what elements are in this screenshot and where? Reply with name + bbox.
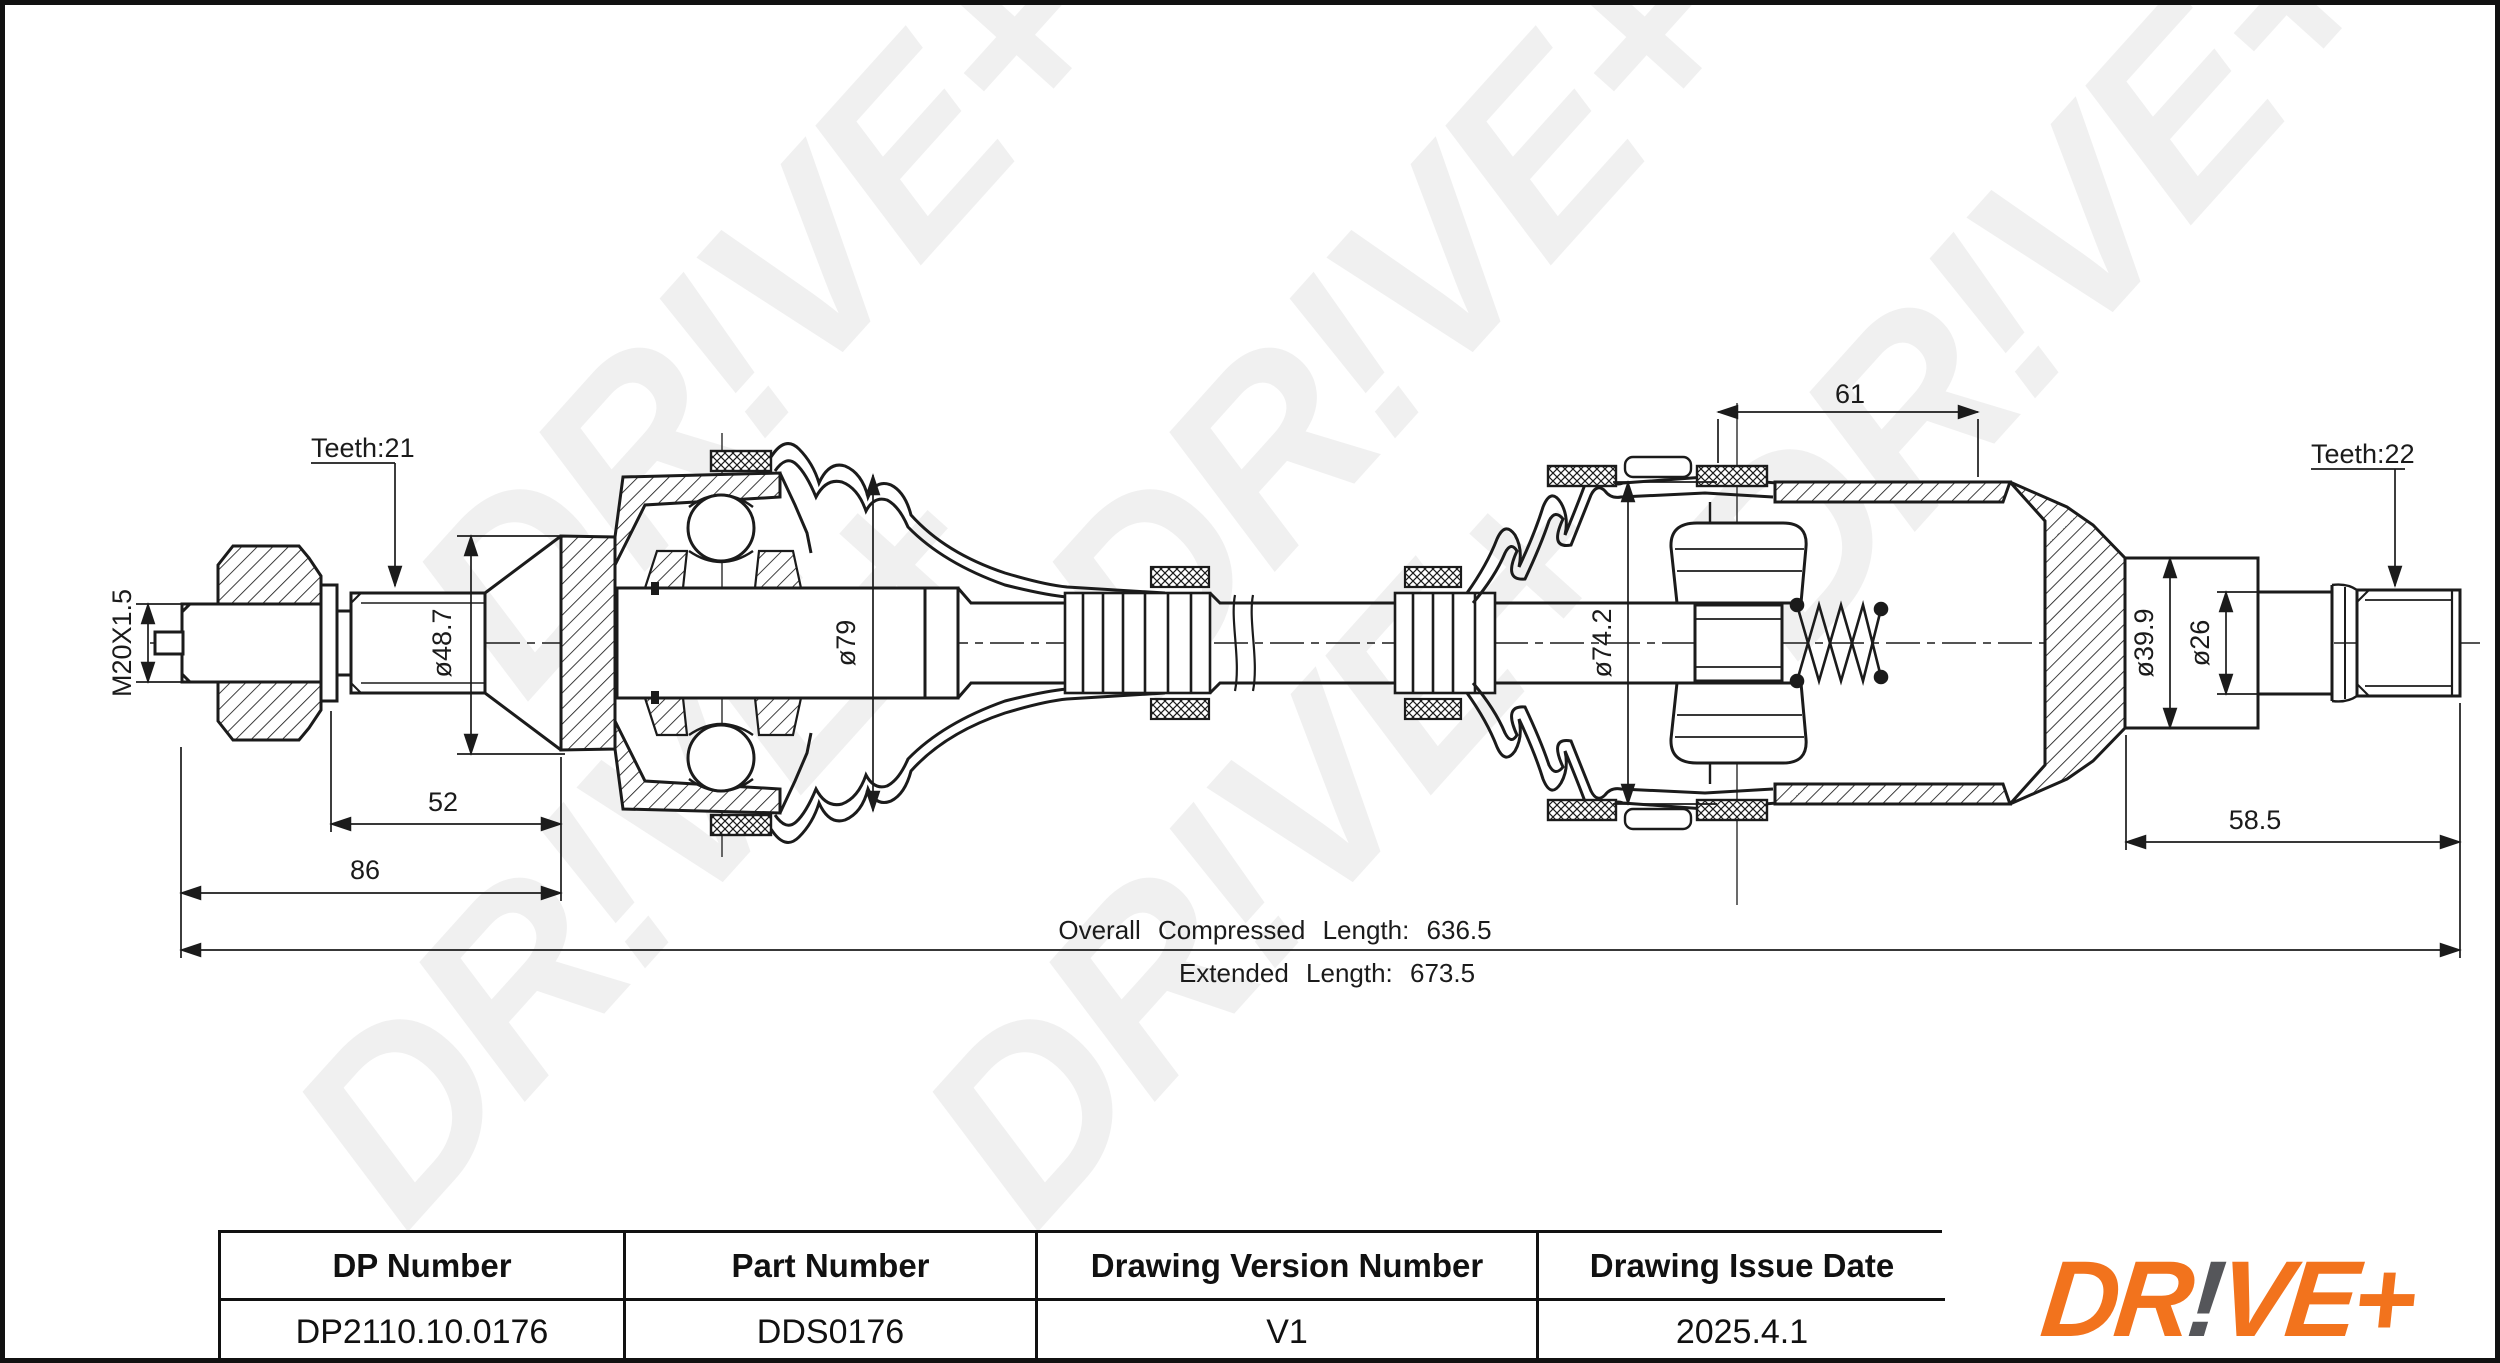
label-dia-26: ø26 [2185,620,2215,667]
shaft-cone [484,534,562,752]
dimensions [136,404,2462,958]
label-teeth-right: Teeth:22 [2311,439,2415,469]
right-boot [1465,455,1787,831]
title-block-header-part-number: Part Number [626,1233,1038,1301]
locking-nut-section [216,544,339,742]
inner-stub-shaft [2123,556,2462,730]
title-block-table: DP Number Part Number Drawing Version Nu… [218,1230,1945,1358]
label-dia-79: ø79 [831,620,861,667]
outer-cv-joint-housing [559,471,813,815]
plunge-spring [1789,597,1889,689]
label-58-5: 58.5 [2229,805,2282,835]
title-block-value-drawing-version: V1 [1038,1301,1539,1358]
title-block-value-part-number: DDS0176 [626,1301,1038,1358]
label-teeth-left: Teeth:21 [311,433,415,463]
label-thread: M20X1.5 [107,589,137,697]
label-dia-74-2: ø74.2 [1587,608,1617,677]
title-block-value-issue-date: 2025.4.1 [1539,1301,1945,1358]
label-extended-length: Extended Length: 673.5 [1179,958,1475,988]
title-block-header-drawing-version: Drawing Version Number [1038,1233,1539,1301]
drive-plus-logo: DR!VE+ [1951,1238,2495,1359]
right-boot-seat [1393,565,1497,721]
label-61: 61 [1835,379,1865,409]
outer-joint-shaft [615,582,1065,704]
left-boot-seat [1063,591,1212,695]
label-52: 52 [428,787,458,817]
label-86: 86 [350,855,380,885]
logo-text-ve-plus: VE+ [2213,1238,2418,1359]
outer-spline-section [335,591,487,695]
title-block-header-issue-date: Drawing Issue Date [1539,1233,1945,1301]
interconnecting-shaft [1208,591,1395,695]
label-compressed-length: Overall Compressed Length: 636.5 [1058,915,1491,945]
logo-text-dr: DR [2036,1238,2195,1359]
title-block-header-dp-number: DP Number [221,1233,626,1301]
title-block-value-dp-number: DP2110.10.0176 [221,1301,626,1358]
tripod-assembly [1495,521,1889,765]
outer-stub-thread [153,602,339,684]
outer-joint-balls-cage [643,493,803,793]
label-dia-48-7: ø48.7 [427,608,457,677]
label-dia-39-9: ø39.9 [2129,608,2159,677]
axle-drawing-canvas: DR!VE+ DR!VE+ DR!VE+ DR!VE+ DR!VE+ [107,5,2480,1270]
